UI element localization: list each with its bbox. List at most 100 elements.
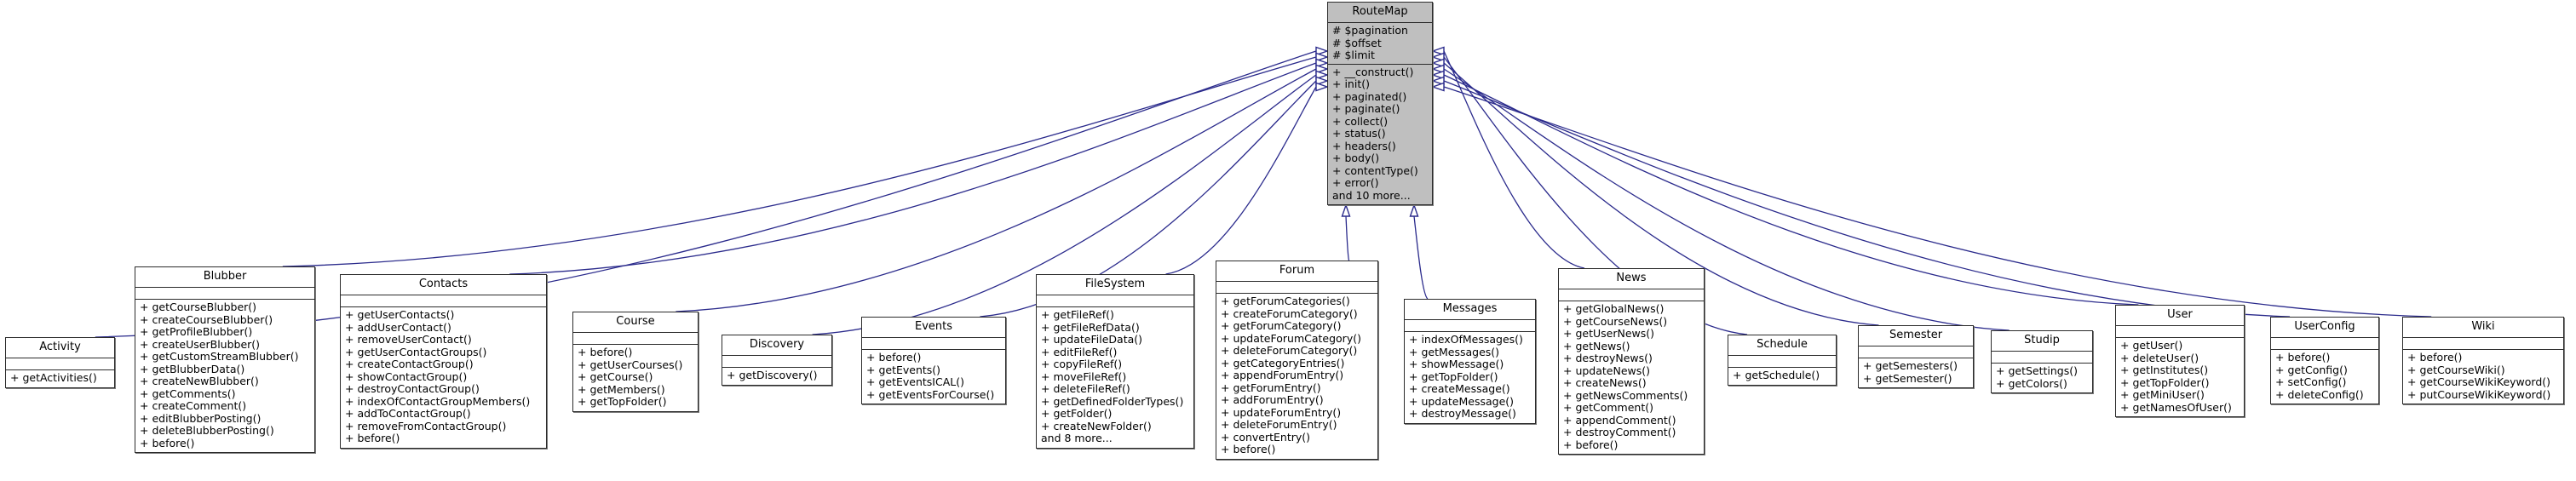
operation-row: + getUserCourses() bbox=[578, 358, 683, 371]
inheritance-arrowhead bbox=[1315, 76, 1330, 86]
inheritance-arrowhead bbox=[1341, 203, 1351, 217]
operation-row: + getCustomStreamBlubber() bbox=[140, 350, 299, 363]
operations-more-label: and 10 more... bbox=[1332, 188, 1411, 202]
class-name-user: User bbox=[2116, 306, 2244, 326]
operation-row: + collect() bbox=[1332, 114, 1389, 128]
class-name-contacts: Contacts bbox=[341, 275, 546, 295]
uml-class-activity[interactable]: Activity+ getActivities() bbox=[5, 337, 115, 388]
operation-row: + getForumEntry() bbox=[1221, 381, 1321, 394]
uml-class-wiki[interactable]: Wiki + before()+ getCourseWiki()+ getCour… bbox=[2402, 317, 2564, 404]
inheritance-edge-news bbox=[1443, 50, 1585, 269]
operation-row: + getComments() bbox=[140, 387, 236, 400]
operation-row: + getNews() bbox=[1563, 339, 1630, 352]
class-name-userconfig: UserConfig bbox=[2271, 318, 2378, 338]
inheritance-edge-contacts bbox=[509, 62, 1317, 275]
uml-class-messages[interactable]: Messages+ indexOfMessages()+ getMessages… bbox=[1404, 299, 1536, 424]
uml-class-user[interactable]: User+ getUser()+ deleteUser()+ getInstit… bbox=[2115, 305, 2245, 417]
class-operations-events: + before()+ getEvents()+ getEventsICAL()… bbox=[862, 350, 1005, 404]
operation-row: + showContactGroup() bbox=[345, 369, 468, 383]
uml-class-blubber[interactable]: Blubber + getCourseBlubber()+ createCours… bbox=[135, 266, 315, 453]
inheritance-arrowhead bbox=[1315, 64, 1330, 74]
uml-class-schedule[interactable]: Schedule+ getSchedule() bbox=[1728, 335, 1837, 386]
operation-row: + getDiscovery() bbox=[727, 369, 818, 381]
inheritance-arrowhead bbox=[1430, 82, 1445, 92]
class-name-blubber: Blubber bbox=[135, 267, 314, 288]
class-attributes-activity bbox=[6, 358, 114, 370]
uml-class-userconfig[interactable]: UserConfig + before()+ getConfig()+ setCo… bbox=[2270, 317, 2379, 404]
operation-row: + createNewBlubber() bbox=[140, 375, 259, 387]
class-attributes-routemap: # $pagination# $offset# $limit bbox=[1328, 23, 1432, 65]
operation-row: + before() bbox=[1221, 443, 1276, 455]
inheritance-edge-blubber bbox=[282, 56, 1317, 267]
operation-row: + getFileRef() bbox=[1041, 308, 1114, 321]
inheritance-edge-filesystem bbox=[1165, 86, 1317, 275]
class-name-wiki: Wiki bbox=[2403, 318, 2563, 338]
class-operations-semester: + getSemesters()+ getSemester() bbox=[1859, 358, 1973, 387]
operation-row: + contentType() bbox=[1332, 163, 1418, 177]
uml-class-discovery[interactable]: Discovery + getDiscovery() bbox=[722, 335, 832, 386]
inheritance-arrowhead bbox=[1315, 82, 1330, 92]
inheritance-edge-forum bbox=[1345, 215, 1350, 261]
operation-row: + before() bbox=[2407, 351, 2463, 364]
inheritance-edge-messages bbox=[1413, 215, 1429, 300]
operation-row: + error() bbox=[1332, 176, 1379, 189]
operation-row: + updateMessage() bbox=[1409, 394, 1515, 408]
uml-class-studip[interactable]: Studip+ getSettings()+ getColors() bbox=[1991, 330, 2093, 393]
inheritance-arrowhead bbox=[1430, 76, 1445, 86]
attribute-row: # $limit bbox=[1332, 49, 1375, 61]
uml-class-semester[interactable]: Semester+ getSemesters()+ getSemester() bbox=[1858, 325, 1974, 388]
inheritance-edge-user bbox=[1443, 74, 2139, 306]
inheritance-arrowhead bbox=[1315, 52, 1330, 62]
operation-row: + paginate() bbox=[1332, 102, 1400, 115]
uml-class-filesystem[interactable]: FileSystem+ getFileRef()+ getFileRefData… bbox=[1036, 274, 1194, 449]
operation-row: + updateForumCategory() bbox=[1221, 331, 1361, 345]
operation-row: + getForumCategories() bbox=[1221, 295, 1350, 307]
uml-class-news[interactable]: News+ getGlobalNews()+ getCourseNews()+ … bbox=[1558, 268, 1705, 455]
operation-row: + getBlubberData() bbox=[140, 362, 245, 375]
class-name-messages: Messages bbox=[1405, 300, 1535, 320]
operation-row: + setConfig() bbox=[2275, 375, 2347, 388]
operation-row: + getComment() bbox=[1563, 401, 1653, 414]
operation-row: + getSettings() bbox=[1996, 364, 2078, 377]
operation-row: + getConfig() bbox=[2275, 363, 2348, 376]
class-name-discovery: Discovery bbox=[722, 335, 831, 356]
operation-row: + getSchedule() bbox=[1733, 369, 1820, 381]
operation-row: + before() bbox=[2275, 351, 2331, 364]
class-attributes-wiki bbox=[2403, 338, 2563, 350]
uml-class-events[interactable]: Events+ before()+ getEvents()+ getEvents… bbox=[861, 317, 1006, 404]
operation-row: + copyFileRef() bbox=[1041, 358, 1123, 370]
inheritance-arrowhead bbox=[1430, 64, 1445, 74]
class-operations-blubber: + getCourseBlubber()+ createCourseBlubbe… bbox=[135, 300, 314, 452]
inheritance-arrowhead bbox=[1315, 46, 1330, 56]
operation-row: + convertEntry() bbox=[1221, 430, 1311, 444]
class-attributes-blubber bbox=[135, 288, 314, 300]
uml-class-contacts[interactable]: Contacts+ getUserContacts()+ addUserCont… bbox=[340, 274, 547, 449]
operation-row: + getNamesOfUser() bbox=[2120, 400, 2232, 414]
operation-row: + deleteForumCategory() bbox=[1221, 344, 1358, 357]
operation-row: + getMiniUser() bbox=[2120, 388, 2205, 401]
uml-class-forum[interactable]: Forum+ getForumCategories()+ createForum… bbox=[1216, 261, 1378, 460]
uml-class-routemap[interactable]: RouteMap# $pagination# $offset# $limit+ … bbox=[1327, 2, 1433, 205]
operation-row: + paginated() bbox=[1332, 89, 1407, 103]
operation-row: + getUser() bbox=[2120, 339, 2183, 352]
class-operations-routemap: + __construct()+ init()+ paginated()+ pa… bbox=[1328, 65, 1432, 205]
operation-row: + updateForumEntry() bbox=[1221, 405, 1342, 419]
operation-row: + getDefinedFolderTypes() bbox=[1041, 394, 1184, 408]
class-attributes-user bbox=[2116, 326, 2244, 338]
inheritance-edge-studip bbox=[1443, 68, 2010, 331]
operation-row: + deleteBlubberPosting() bbox=[140, 424, 274, 437]
operation-row: + indexOfMessages() bbox=[1409, 333, 1523, 346]
inheritance-arrowhead bbox=[1315, 70, 1330, 80]
class-operations-wiki: + before()+ getCourseWiki()+ getCourseWi… bbox=[2403, 350, 2563, 404]
operation-row: + putCourseWikiKeyword() bbox=[2407, 387, 2551, 401]
operation-row: + getEventsICAL() bbox=[866, 375, 964, 388]
operation-row: + getCourse() bbox=[578, 370, 653, 383]
uml-class-course[interactable]: Course+ before()+ getUserCourses()+ getC… bbox=[572, 312, 699, 412]
operation-row: + getEventsForCourse() bbox=[866, 387, 995, 401]
inheritance-arrowhead bbox=[1315, 58, 1330, 68]
operation-row: + getSemesters() bbox=[1863, 359, 1958, 372]
operation-row: + editFileRef() bbox=[1041, 345, 1118, 358]
class-attributes-discovery bbox=[722, 356, 831, 368]
operation-row: + getProfileBlubber() bbox=[140, 325, 253, 338]
class-operations-studip: + getSettings()+ getColors() bbox=[1992, 364, 2092, 392]
